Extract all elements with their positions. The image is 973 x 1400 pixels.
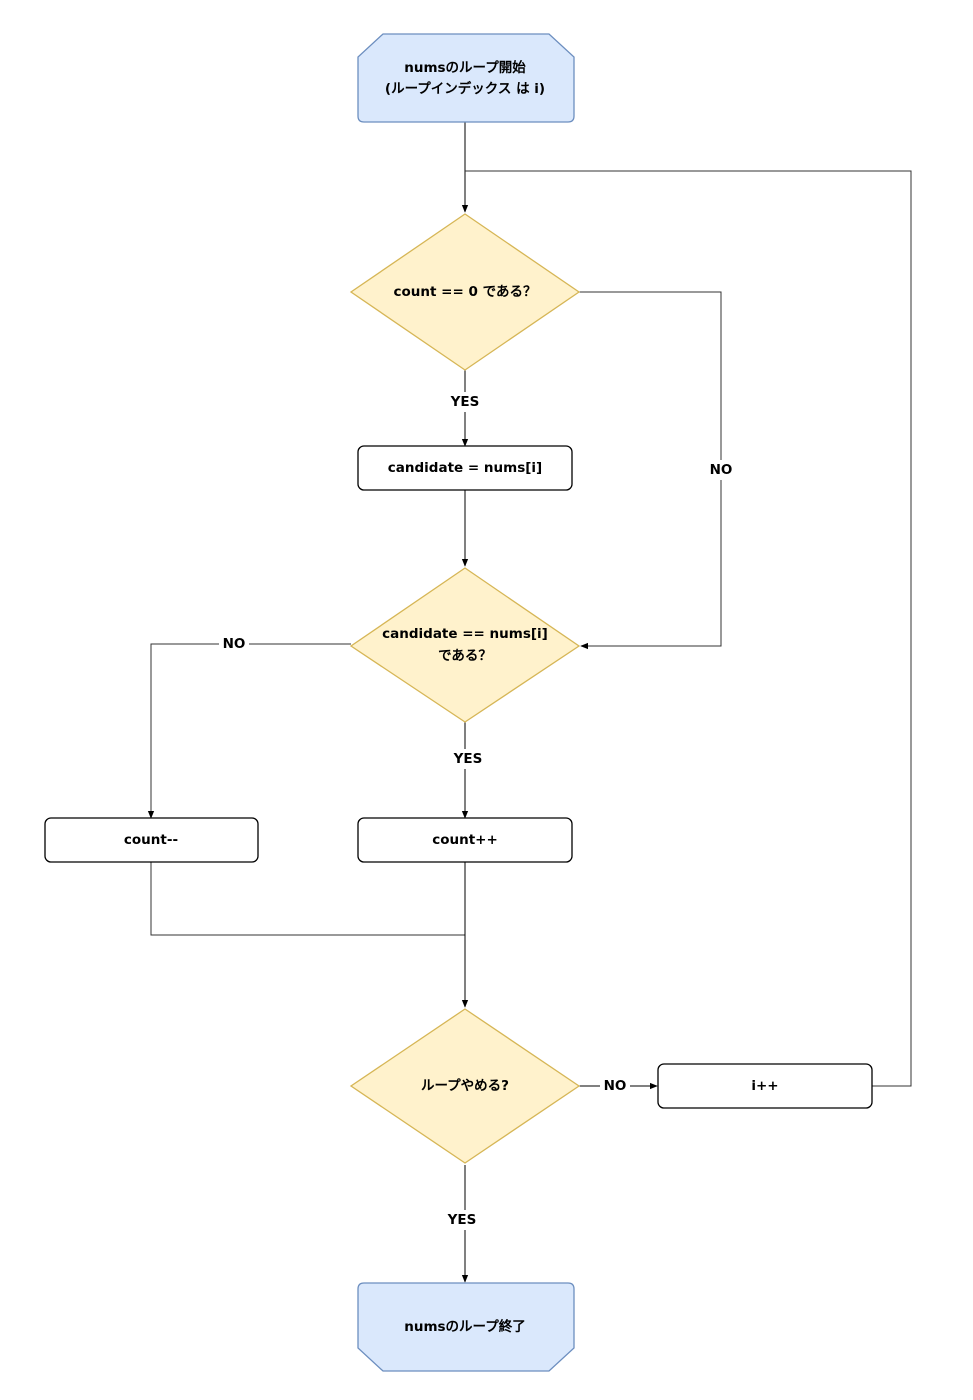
candidate-assign-node: candidate = nums[i] <box>357 445 573 491</box>
count-zero-decision: count == 0 である？ <box>349 213 581 371</box>
edge-label-stop-loop-yes: YES <box>442 1210 482 1230</box>
edge-label-candidate-eq-no: NO <box>219 634 249 654</box>
svg-text:YES: YES <box>450 394 480 410</box>
edge-decrement-to-merge <box>150 862 465 936</box>
svg-text:(ループインデックス は i): (ループインデックス は i) <box>385 80 545 97</box>
loop-end-node: numsのループ終了 <box>357 1282 575 1372</box>
loop-start-node: numsのループ開始 (ループインデックス は i) <box>357 33 575 123</box>
count-decrement-node: count-- <box>44 817 259 863</box>
svg-text:numsのループ終了: numsのループ終了 <box>404 1318 526 1335</box>
count-increment-node: count++ <box>357 817 573 863</box>
index-increment-node: i++ <box>657 1063 873 1109</box>
edge-label-candidate-eq-yes: YES <box>448 749 488 769</box>
svg-text:candidate = nums[i]: candidate = nums[i] <box>388 460 542 476</box>
edge-increment-loop-back <box>465 170 912 1087</box>
stop-loop-decision: ループやめる? <box>349 1008 581 1164</box>
svg-text:YES: YES <box>447 1212 477 1228</box>
edge-candidate-eq-no <box>147 643 351 819</box>
svg-text:count == 0 である？: count == 0 である？ <box>394 284 537 300</box>
edge-label-count-zero-yes: YES <box>445 392 485 412</box>
svg-text:NO: NO <box>223 636 246 652</box>
edge-count-zero-no <box>579 291 722 650</box>
svg-text:i++: i++ <box>751 1078 778 1094</box>
svg-text:NO: NO <box>604 1078 627 1094</box>
svg-text:count--: count-- <box>124 832 178 848</box>
svg-text:numsのループ開始: numsのループ開始 <box>404 59 526 76</box>
candidate-equal-decision: candidate == nums[i] である？ <box>349 567 581 723</box>
svg-text:ループやめる?: ループやめる? <box>421 1078 509 1094</box>
svg-text:NO: NO <box>710 462 733 478</box>
svg-text:candidate == nums[i]: candidate == nums[i] <box>382 626 548 642</box>
svg-text:である？: である？ <box>438 648 492 664</box>
svg-text:count++: count++ <box>432 832 498 848</box>
svg-text:YES: YES <box>453 751 483 767</box>
edge-label-count-zero-no: NO <box>706 460 736 480</box>
edge-label-stop-loop-no: NO <box>600 1076 630 1096</box>
